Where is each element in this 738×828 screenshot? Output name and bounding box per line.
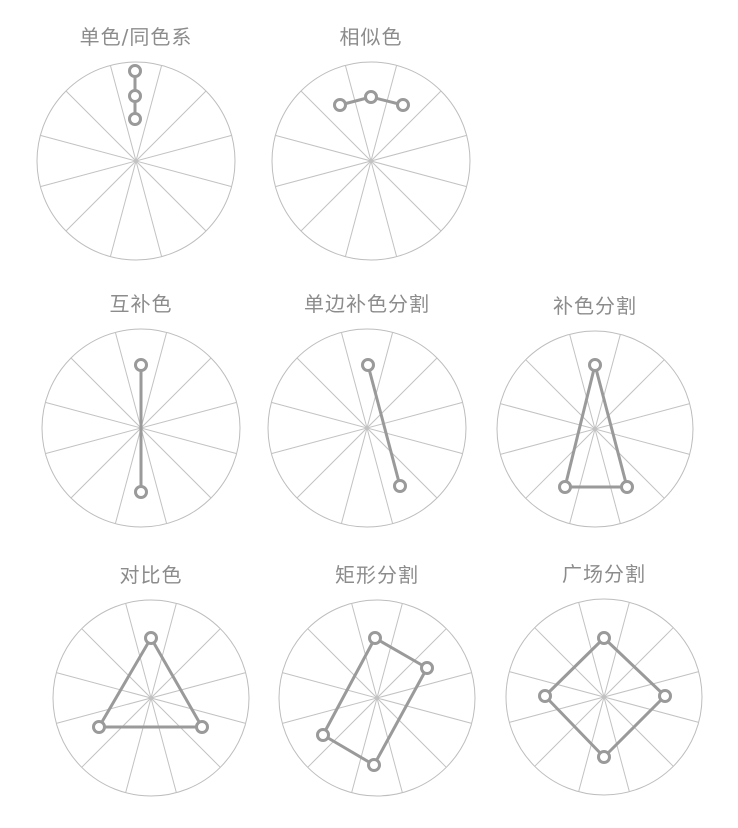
- color-marker-icon: [92, 720, 106, 734]
- color-marker-icon: [128, 112, 142, 126]
- color-marker-icon: [658, 689, 672, 703]
- color-marker-icon: [597, 631, 611, 645]
- wheel-title: 矩形分割: [335, 563, 419, 587]
- wheel-spokes: [282, 603, 472, 793]
- wheel-triadic: 对比色: [52, 563, 250, 797]
- wheel-spokes: [40, 65, 232, 257]
- wheel-title: 互补色: [110, 292, 173, 316]
- wheel-title: 单色/同色系: [80, 25, 193, 49]
- color-marker-icon: [128, 89, 142, 103]
- color-marker-icon: [420, 661, 434, 675]
- color-marker-icon: [134, 358, 148, 372]
- wheel-title: 相似色: [340, 25, 403, 49]
- wheel-monochromatic: 单色/同色系: [36, 25, 236, 261]
- wheel-complementary: 互补色: [41, 292, 241, 528]
- color-marker-icon: [333, 98, 347, 112]
- color-marker-icon: [538, 689, 552, 703]
- wheel-spokes: [500, 334, 690, 524]
- wheel-split-complementary: 补色分割: [496, 294, 694, 528]
- wheel-spokes: [509, 602, 699, 792]
- color-marker-icon: [558, 480, 572, 494]
- color-marker-icon: [368, 631, 382, 645]
- wheel-single-split-complementary: 单边补色分割: [267, 292, 467, 528]
- wheel-rectangle-tetradic: 矩形分割: [278, 563, 476, 797]
- harmony-shape: [563, 363, 629, 489]
- color-marker-icon: [620, 480, 634, 494]
- color-marker-icon: [316, 728, 330, 742]
- color-marker-icon: [393, 479, 407, 493]
- color-marker-icon: [128, 64, 142, 78]
- wheel-analogous: 相似色: [271, 25, 471, 261]
- color-marker-icon: [195, 720, 209, 734]
- color-marker-icon: [134, 485, 148, 499]
- wheel-spokes: [271, 332, 463, 524]
- color-marker-icon: [144, 631, 158, 645]
- color-marker-icon: [367, 758, 381, 772]
- wheel-title: 广场分割: [562, 562, 646, 586]
- color-marker-icon: [361, 358, 375, 372]
- wheel-title: 对比色: [120, 563, 183, 587]
- harmony-shape: [97, 636, 204, 729]
- color-marker-icon: [364, 90, 378, 104]
- harmony-shape: [366, 364, 402, 487]
- color-marker-icon: [597, 750, 611, 764]
- wheel-title: 补色分割: [553, 294, 637, 318]
- wheel-square-tetradic: 广场分割: [505, 562, 703, 796]
- color-marker-icon: [396, 98, 410, 112]
- color-marker-icon: [588, 358, 602, 372]
- wheel-spokes: [56, 603, 246, 793]
- wheel-spokes: [275, 65, 467, 257]
- wheel-title: 单边补色分割: [304, 292, 430, 316]
